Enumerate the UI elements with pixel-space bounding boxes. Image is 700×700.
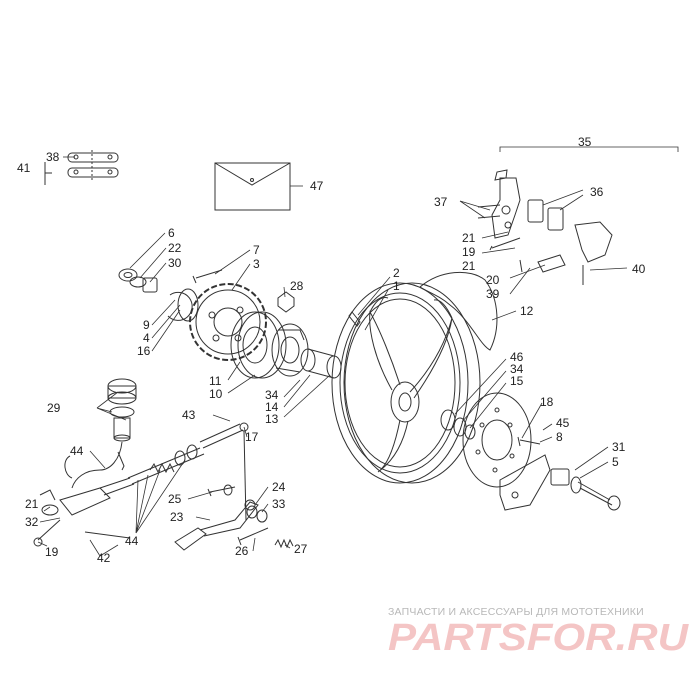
banjo-bolt-drawing [39,489,56,501]
brake-hose-drawing [71,441,123,489]
callout-20: 20 [486,273,500,287]
callout-30: 30 [168,256,182,270]
callout-34-b: 34 [510,362,524,376]
callout-25: 25 [168,492,182,506]
callout-29: 29 [47,401,61,415]
small-washers-drawing [118,268,158,293]
reservoir-bracket-drawing [117,451,125,471]
callout-19-b: 19 [45,545,59,559]
callout-19-a: 19 [462,245,476,259]
disc-side-spacers-drawing [440,409,476,440]
callout-14: 14 [265,400,279,414]
callout-33: 33 [272,497,286,511]
callout-23: 23 [170,510,184,524]
callout-34-a: 34 [265,388,279,402]
brake-caliper-drawing [477,177,613,285]
callout-31: 31 [612,440,626,454]
callout-2: 2 [393,266,400,280]
pedal-hardware-drawing [207,484,294,549]
brake-disc-drawing [462,392,532,488]
callout-8: 8 [556,430,563,444]
callout-24: 24 [272,480,286,494]
callout-12: 12 [520,304,534,318]
disc-screw-drawing [517,436,541,447]
callout-44-b: 44 [125,534,139,548]
callout-32: 32 [25,515,39,529]
hose-clip-drawing [64,455,73,479]
callout-4: 4 [143,331,150,345]
brake-pedal-drawing [174,499,259,551]
callout-41: 41 [17,161,31,175]
callout-17: 17 [245,430,259,444]
callout-40: 40 [632,262,646,276]
callout-21-b: 21 [462,259,476,273]
callout-42: 42 [97,551,111,565]
brake-rod-drawing [199,422,249,521]
rear-axle-drawing [550,468,621,511]
callout-21-a: 21 [462,231,476,245]
rear-wheel-drawing [331,282,481,484]
callout-11: 11 [209,374,222,388]
callout-45: 45 [556,416,570,430]
callout-28: 28 [290,279,304,293]
callout-7: 7 [253,243,260,257]
callout-36: 36 [590,185,604,199]
callout-5: 5 [612,455,619,469]
callout-3: 3 [253,257,260,271]
watermark-logo: PARTSFOR.RU [388,617,690,659]
callout-1: 1 [393,279,400,293]
callout-39: 39 [486,287,500,301]
sprocket-carrier-drawing [230,311,287,379]
nut-drawing [277,291,295,313]
rear-master-cylinder-drawing [33,477,135,547]
callout-18: 18 [540,395,554,409]
callout-9: 9 [143,318,150,332]
callout-43: 43 [182,408,196,422]
watermark-tagline: ЗАПЧАСТИ И АКСЕССУАРЫ ДЛЯ МОТОТЕХНИКИ [388,606,644,618]
caliper-pin-drawing [494,169,508,181]
cush-drive-drawing [271,323,309,377]
callout-47: 47 [310,179,324,193]
callout-16: 16 [137,344,151,358]
mudguard-drawing [419,271,498,351]
callout-37: 37 [434,195,448,209]
callout-21-c: 21 [25,497,39,511]
callout-13: 13 [265,412,279,426]
callout-38: 38 [46,150,60,164]
callout-22: 22 [168,241,182,255]
brake-reservoir-drawing [107,378,137,442]
envelope-drawing [214,162,291,211]
callout-27: 27 [294,542,308,556]
callout-35: 35 [578,135,592,149]
callout-10: 10 [209,387,223,401]
callout-26: 26 [235,544,249,558]
callout-15: 15 [510,374,524,388]
callout-46: 46 [510,350,524,364]
callout-6: 6 [168,226,175,240]
caliper-bracket-drawing [499,454,551,511]
callout-44-a: 44 [70,444,84,458]
leader-lines [37,146,679,557]
bolt-drawing [192,269,223,284]
pushrod-spring-drawing [127,444,205,485]
rear-sprocket-drawing [189,283,267,361]
circlip-drawing [167,288,199,322]
